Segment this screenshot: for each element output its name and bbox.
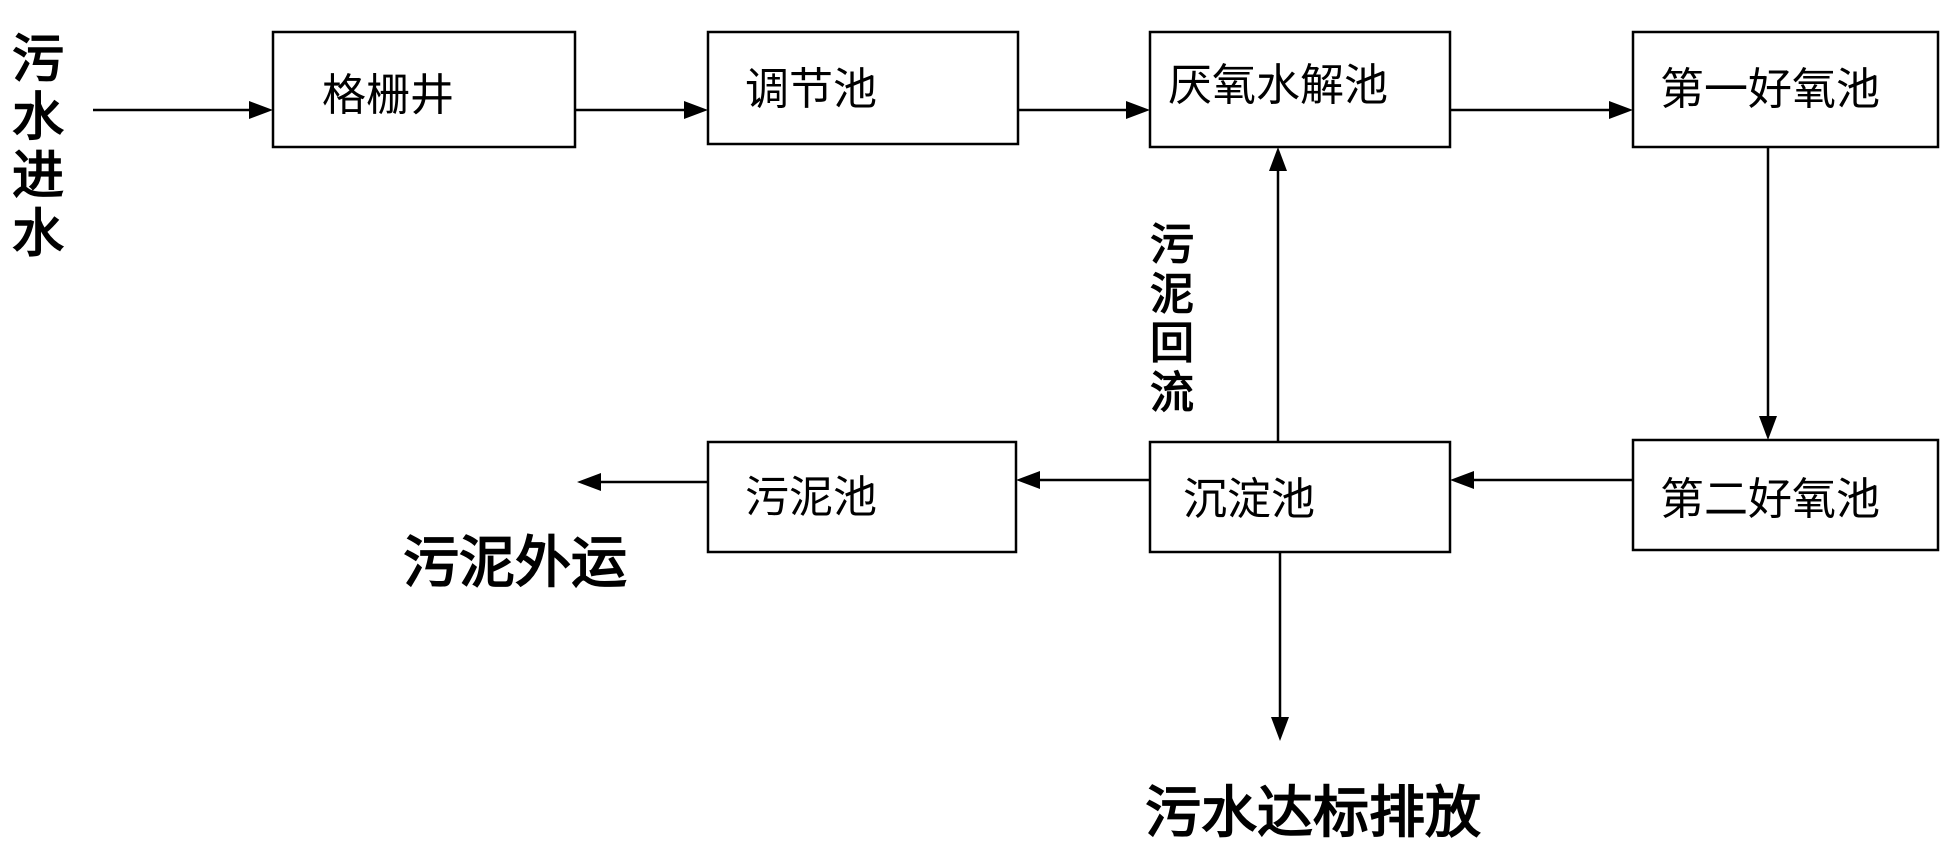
node-second-aerobic-tank-label: 第二好氧池 bbox=[1660, 474, 1880, 525]
arrow-discharge bbox=[1271, 552, 1289, 741]
node-second-aerobic-tank: 第二好氧池 bbox=[1631, 438, 1940, 552]
arrow-first-aerobic-to-second-aerobic bbox=[1759, 147, 1777, 440]
node-grille-well: 格栅井 bbox=[271, 30, 577, 149]
arrow-sludge-return bbox=[1269, 147, 1287, 442]
node-first-aerobic-tank-label: 第一好氧池 bbox=[1660, 64, 1880, 115]
sludge-out-label: 污泥外运 bbox=[403, 531, 627, 596]
arrow-sludge-out bbox=[577, 473, 708, 491]
inflow-label: 污水进水 bbox=[12, 30, 65, 265]
arrow-grille-to-equalization bbox=[575, 101, 708, 119]
discharge-label: 污水达标排放 bbox=[1145, 781, 1481, 846]
node-sedimentation-tank-label: 沉淀池 bbox=[1183, 474, 1315, 525]
node-equalization-tank-label: 调节池 bbox=[745, 64, 877, 115]
arrow-equalization-to-anaerobic bbox=[1018, 101, 1150, 119]
node-grille-well-label: 格栅井 bbox=[322, 70, 454, 121]
node-sludge-tank: 污泥池 bbox=[706, 440, 1018, 554]
node-anaerobic-hydrolysis-tank-label: 厌氧水解池 bbox=[1168, 60, 1388, 111]
node-equalization-tank: 调节池 bbox=[706, 30, 1020, 146]
arrow-second-aerobic-to-sedimentation bbox=[1450, 471, 1633, 489]
node-first-aerobic-tank: 第一好氧池 bbox=[1631, 30, 1940, 149]
node-anaerobic-hydrolysis-tank: 厌氧水解池 bbox=[1148, 30, 1452, 149]
arrow-inflow-to-grille bbox=[93, 101, 273, 119]
node-sludge-tank-label: 污泥池 bbox=[745, 472, 877, 523]
node-sedimentation-tank: 沉淀池 bbox=[1148, 440, 1452, 554]
arrow-anaerobic-to-first-aerobic bbox=[1450, 101, 1633, 119]
arrow-sedimentation-to-sludge bbox=[1016, 471, 1150, 489]
sludge-return-label: 污泥回流 bbox=[1150, 220, 1194, 419]
